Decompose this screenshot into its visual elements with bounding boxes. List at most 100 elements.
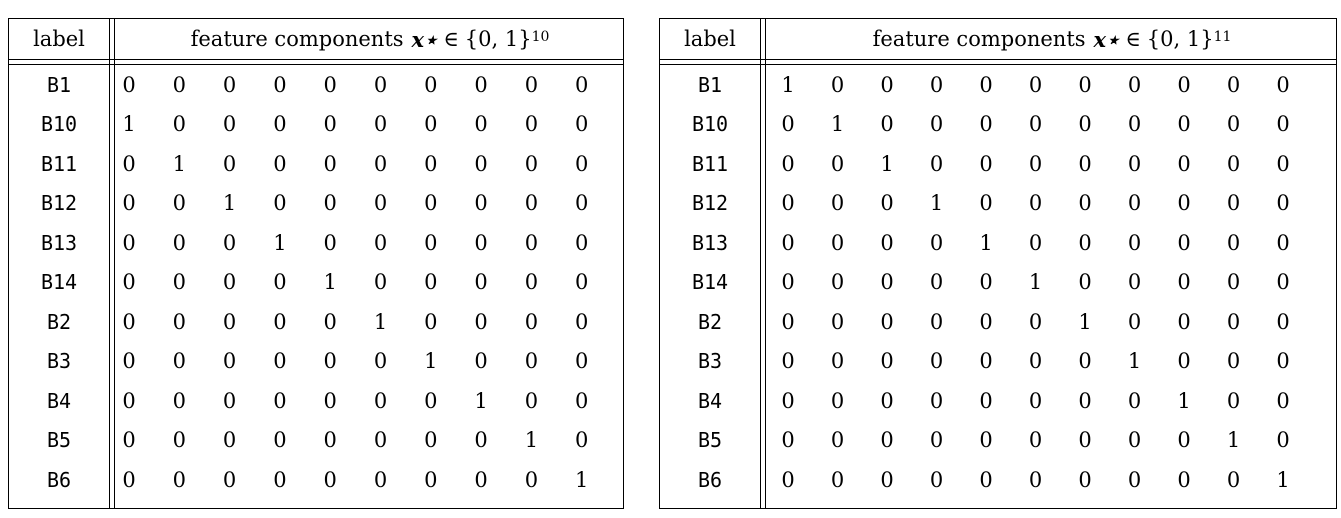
feature-cell: 0 — [979, 388, 993, 413]
feature-header-relation: ∈ — [1125, 27, 1141, 51]
feature-cell: 0 — [830, 349, 845, 374]
feature-cell: 0 — [979, 191, 993, 216]
feature-cell: 0 — [474, 428, 488, 453]
feature-cell: 0 — [172, 428, 186, 453]
feature-header-text: feature components — [872, 27, 1086, 51]
feature-cell: 0 — [1028, 191, 1043, 216]
feature-cell: 0 — [575, 151, 589, 176]
feature-cell: 0 — [781, 467, 795, 492]
feature-cell: 0 — [929, 270, 944, 295]
feature-cell: 0 — [323, 349, 337, 374]
feature-cell: 1 — [1127, 349, 1142, 374]
feature-cell: 0 — [273, 191, 287, 216]
row-label: B5 — [697, 428, 723, 453]
feature-table-10: label feature components x⋆ ∈ {0, 1}10 B… — [8, 18, 624, 509]
feature-cell: 0 — [1177, 467, 1191, 492]
feature-cell: 0 — [222, 467, 237, 492]
feature-cell: 0 — [1028, 428, 1043, 453]
row-label: B10 — [40, 112, 78, 137]
feature-cell: 1 — [172, 151, 186, 176]
feature-cell: 0 — [474, 309, 488, 334]
feature-cell: 0 — [373, 72, 388, 97]
feature-cell: 0 — [1177, 349, 1191, 374]
feature-cell: 0 — [1028, 72, 1043, 97]
feature-cell: 0 — [524, 270, 539, 295]
feature-cell: 0 — [1028, 230, 1043, 255]
feature-cell: 0 — [373, 270, 388, 295]
feature-cell: 0 — [880, 72, 894, 97]
feature-cell: 0 — [122, 151, 136, 176]
feature-cell: 1 — [575, 467, 589, 492]
label-divider-right — [765, 19, 767, 508]
feature-cell: 0 — [880, 467, 894, 492]
feature-cell: 0 — [880, 270, 894, 295]
feature-cell: 0 — [1177, 270, 1191, 295]
feature-cell: 0 — [424, 72, 438, 97]
feature-cell: 0 — [1078, 191, 1092, 216]
feature-cell: 1 — [424, 349, 438, 374]
feature-cell: 0 — [323, 388, 337, 413]
feature-cell: 0 — [1226, 230, 1241, 255]
feature-cell: 0 — [929, 309, 944, 334]
feature-cell: 1 — [273, 230, 287, 255]
feature-cell: 0 — [122, 309, 136, 334]
header-rule-bottom — [660, 64, 1336, 66]
feature-cell: 0 — [424, 151, 438, 176]
feature-cell: 0 — [1276, 428, 1290, 453]
feature-header-relation: ∈ — [443, 27, 459, 51]
label-divider-left — [760, 19, 762, 508]
feature-cell: 0 — [929, 151, 944, 176]
feature-cell: 0 — [172, 230, 186, 255]
feature-cell: 0 — [373, 151, 388, 176]
feature-cell: 0 — [424, 428, 438, 453]
feature-cell: 0 — [373, 191, 388, 216]
row-label: B12 — [40, 191, 78, 216]
feature-cell: 0 — [1226, 72, 1241, 97]
feature-cell: 0 — [1028, 309, 1043, 334]
feature-cell: 0 — [1177, 72, 1191, 97]
feature-cell: 1 — [880, 151, 894, 176]
feature-cell: 0 — [122, 428, 136, 453]
feature-cell: 0 — [781, 428, 795, 453]
feature-cell: 0 — [424, 191, 438, 216]
feature-cell: 0 — [575, 191, 589, 216]
feature-cell: 0 — [424, 270, 438, 295]
feature-cell: 0 — [273, 72, 287, 97]
feature-cell: 0 — [1226, 309, 1241, 334]
feature-cell: 0 — [172, 467, 186, 492]
feature-cell: 0 — [575, 72, 589, 97]
feature-cell: 1 — [1078, 309, 1092, 334]
feature-cell: 0 — [979, 309, 993, 334]
feature-cell: 0 — [1127, 270, 1142, 295]
row-label: B13 — [40, 230, 78, 255]
feature-cell: 0 — [222, 151, 237, 176]
feature-cell: 0 — [1127, 388, 1142, 413]
feature-cell: 0 — [830, 428, 845, 453]
feature-cell: 0 — [1177, 230, 1191, 255]
feature-cell: 0 — [880, 230, 894, 255]
feature-cell: 0 — [323, 151, 337, 176]
feature-cell: 0 — [1078, 151, 1092, 176]
feature-cell: 0 — [122, 230, 136, 255]
feature-cell: 0 — [979, 72, 993, 97]
feature-cell: 1 — [524, 428, 539, 453]
feature-cell: 0 — [1028, 151, 1043, 176]
row-label: B3 — [46, 349, 72, 374]
label-column-header: label — [33, 27, 85, 51]
feature-cell: 0 — [273, 112, 287, 137]
feature-cell: 0 — [575, 309, 589, 334]
feature-cell: 1 — [373, 309, 388, 334]
feature-cell: 0 — [929, 349, 944, 374]
feature-cell: 0 — [474, 112, 488, 137]
feature-cell: 0 — [172, 349, 186, 374]
feature-cell: 0 — [830, 309, 845, 334]
feature-cell: 0 — [979, 428, 993, 453]
feature-cell: 0 — [172, 72, 186, 97]
feature-cell: 0 — [524, 309, 539, 334]
